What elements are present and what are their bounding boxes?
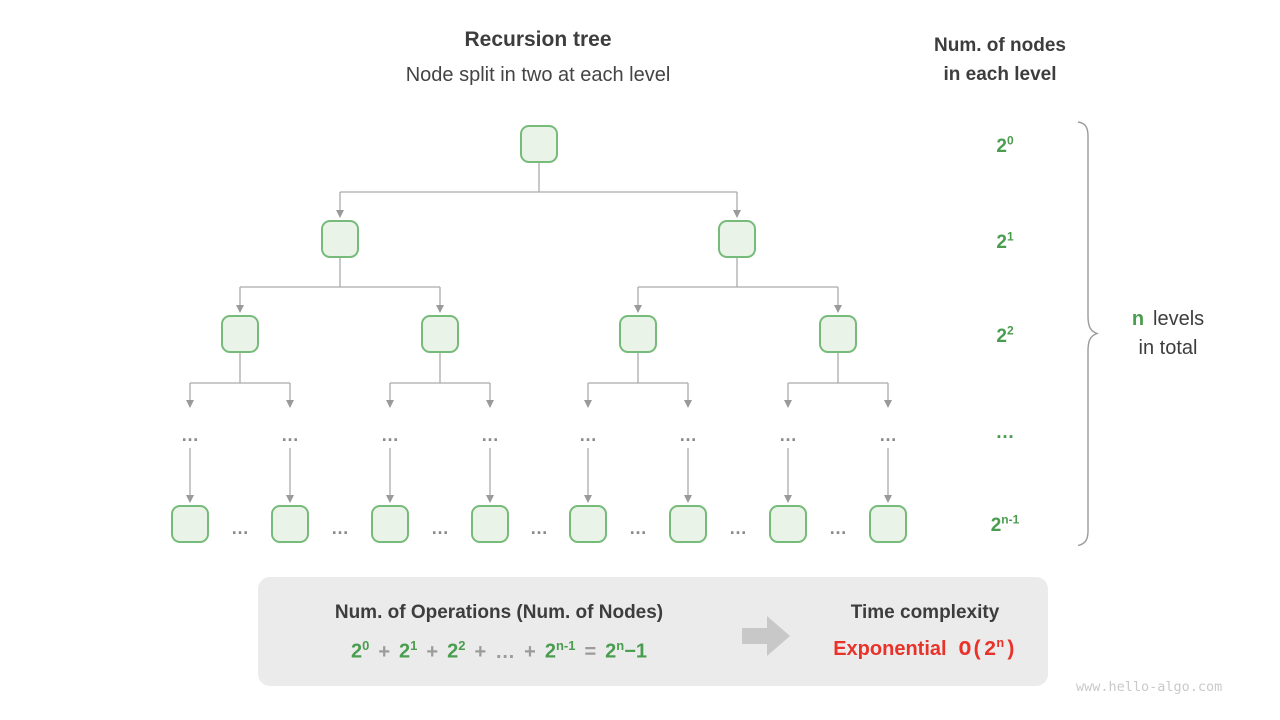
operations-formula: 20 +21 +22 + … +2n-1 = 2n−1 bbox=[276, 638, 722, 664]
levels-word: levels bbox=[1153, 308, 1205, 330]
tree-level-ellipsis: … bbox=[579, 425, 597, 445]
formula-token: + bbox=[524, 640, 536, 663]
formula-token: = bbox=[584, 640, 597, 663]
big-o-notation: O(2n) bbox=[959, 636, 1017, 662]
tree-level-ellipsis: … bbox=[181, 425, 199, 445]
tree-node bbox=[221, 315, 259, 353]
tree-node bbox=[569, 505, 607, 543]
tree-node bbox=[271, 505, 309, 543]
levels-header-line1: Num. of nodes bbox=[934, 35, 1066, 56]
formula-token: O(2n) bbox=[958, 636, 1017, 662]
formula-token: 22 bbox=[996, 324, 1014, 348]
tree-node bbox=[669, 505, 707, 543]
levels-total-line2: in total bbox=[1138, 337, 1198, 359]
formula-token: + bbox=[378, 640, 391, 663]
tree-node bbox=[421, 315, 459, 353]
figure-title: Recursion tree bbox=[464, 28, 612, 51]
n-variable: n bbox=[1131, 308, 1145, 330]
summary-box bbox=[258, 577, 1048, 686]
formula-token: 21 bbox=[996, 230, 1014, 254]
tree-node bbox=[769, 505, 807, 543]
formula-token: + bbox=[474, 640, 487, 663]
curly-brace-icon bbox=[1077, 121, 1100, 547]
complexity-class-label: Exponential bbox=[833, 638, 947, 660]
tree-node bbox=[819, 315, 857, 353]
formula-token: … bbox=[495, 640, 516, 663]
tree-level-ellipsis: … bbox=[779, 425, 797, 445]
level-count-label: 20 bbox=[960, 128, 1050, 158]
tree-level-ellipsis: … bbox=[481, 425, 499, 445]
bottom-row-ellipsis: … bbox=[829, 518, 847, 538]
bottom-row-ellipsis: … bbox=[331, 518, 349, 538]
operations-title: Num. of Operations (Num. of Nodes) bbox=[334, 602, 664, 623]
tree-node bbox=[471, 505, 509, 543]
bottom-row-ellipsis: … bbox=[530, 518, 548, 538]
level-count-label: 22 bbox=[960, 318, 1050, 348]
time-complexity-value: Exponential O(2n) bbox=[800, 636, 1050, 662]
bottom-row-ellipsis: … bbox=[629, 518, 647, 538]
tree-node bbox=[321, 220, 359, 258]
time-complexity-title: Time complexity bbox=[850, 602, 1000, 623]
formula-token: … bbox=[995, 422, 1015, 443]
figure-subtitle: Node split in two at each level bbox=[405, 64, 671, 86]
formula-token: 20 bbox=[996, 134, 1014, 158]
formula-token: 2n-1 bbox=[544, 638, 576, 663]
level-count-label: 21 bbox=[960, 224, 1050, 254]
level-count-label: … bbox=[960, 420, 1050, 446]
formula-token: 2n-1 bbox=[990, 513, 1020, 537]
tree-level-ellipsis: … bbox=[679, 425, 697, 445]
tree-node bbox=[371, 505, 409, 543]
formula-token: 21 bbox=[399, 638, 418, 663]
formula-token: + bbox=[426, 640, 439, 663]
formula-token: 2n−1 bbox=[605, 638, 648, 663]
bottom-row-ellipsis: … bbox=[231, 518, 249, 538]
tree-node bbox=[718, 220, 756, 258]
tree-node bbox=[619, 315, 657, 353]
bottom-row-ellipsis: … bbox=[431, 518, 449, 538]
tree-node bbox=[171, 505, 209, 543]
watermark: www.hello-algo.com bbox=[1076, 679, 1223, 695]
tree-level-ellipsis: … bbox=[879, 425, 897, 445]
formula-token: 22 bbox=[447, 638, 466, 663]
bottom-row-ellipsis: … bbox=[729, 518, 747, 538]
tree-node bbox=[869, 505, 907, 543]
tree-level-ellipsis: … bbox=[381, 425, 399, 445]
levels-column-header: Num. of nodes in each level bbox=[900, 31, 1100, 89]
formula-token: 20 bbox=[350, 638, 370, 663]
levels-header-line2: in each level bbox=[943, 64, 1057, 85]
level-count-label: 2n-1 bbox=[960, 507, 1050, 537]
tree-node bbox=[520, 125, 558, 163]
tree-level-ellipsis: … bbox=[281, 425, 299, 445]
block-right-arrow-icon bbox=[742, 616, 790, 656]
